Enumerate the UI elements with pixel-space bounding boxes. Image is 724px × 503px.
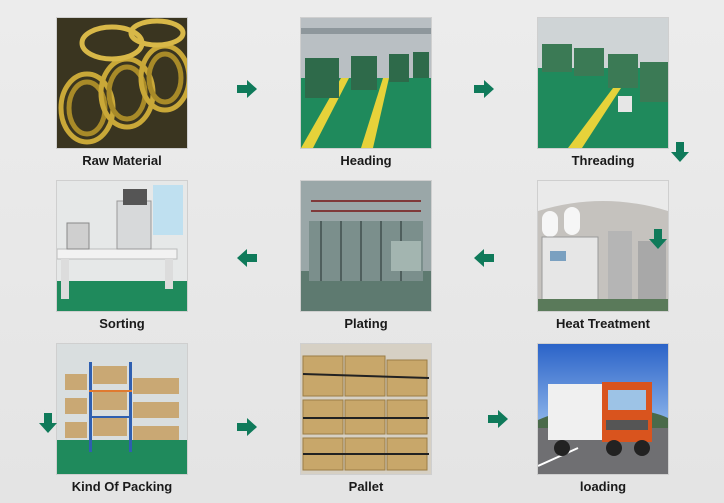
arrow-right-icon (487, 408, 509, 430)
step-label: Sorting (99, 316, 145, 331)
arrow-right-icon (236, 78, 258, 100)
step-heading: Heading (300, 17, 432, 168)
step-label: loading (579, 479, 627, 494)
step-label: Heat Treatment (556, 316, 650, 331)
arrow-right-icon (236, 416, 258, 438)
kind-of-packing-photo (56, 343, 188, 475)
pallet-photo (300, 343, 432, 475)
step-pallet: Pallet (300, 343, 432, 494)
heading-photo (300, 17, 432, 149)
arrow-right-icon (473, 78, 495, 100)
step-kind-of-packing: Kind Of Packing (56, 343, 188, 494)
arrow-down-icon (669, 141, 691, 163)
loading-photo (537, 343, 669, 475)
raw-material-photo (56, 17, 188, 149)
threading-photo (537, 17, 669, 149)
arrow-left-icon (236, 247, 258, 269)
step-label: Pallet (348, 479, 384, 494)
step-sorting: Sorting (56, 180, 188, 331)
step-label: Threading (571, 153, 635, 168)
arrow-left-icon (473, 247, 495, 269)
step-loading: loading (537, 343, 669, 494)
step-label: Kind Of Packing (71, 479, 173, 494)
step-label: Raw Material (82, 153, 162, 168)
arrow-down-icon (37, 412, 59, 434)
heat-treatment-photo (537, 180, 669, 312)
step-label: Plating (344, 316, 388, 331)
step-plating: Plating (300, 180, 432, 331)
step-threading: Threading (537, 17, 669, 168)
plating-photo (300, 180, 432, 312)
step-label: Heading (340, 153, 392, 168)
step-raw-material: Raw Material (56, 17, 188, 168)
sorting-photo (56, 180, 188, 312)
step-heat-treatment: Heat Treatment (537, 180, 669, 331)
arrow-down-icon (647, 228, 669, 250)
